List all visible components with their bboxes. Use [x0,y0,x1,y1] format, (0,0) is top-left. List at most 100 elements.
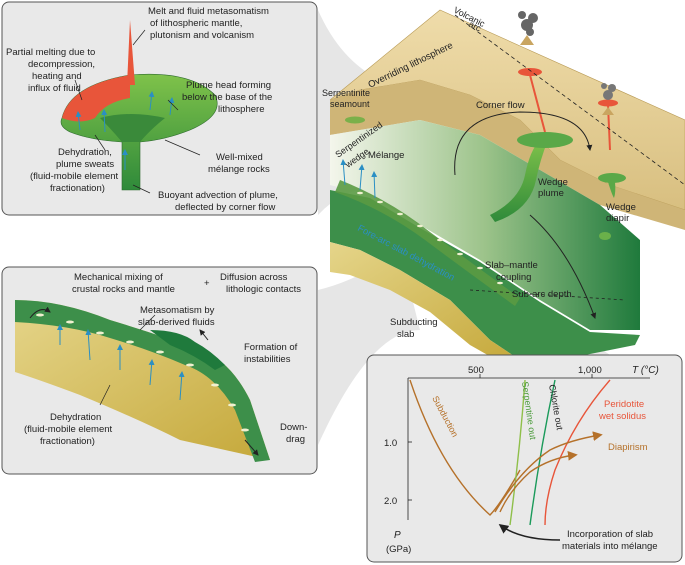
middle-inset-panel [1,266,318,475]
partial-melting-1: Partial melting due to [6,47,95,58]
volcanic-smoke-1 [518,11,538,36]
mechanical-1: Mechanical mixing of [74,272,163,283]
label-peridotite-1: Peridotite [604,399,644,410]
mid-dehydration-1: Dehydration [50,412,101,423]
incorporation-arrow [498,524,561,541]
mid-clasts [36,313,249,432]
partial-melting-2: decompression, [28,59,95,70]
magma-chamber-1 [518,68,542,76]
partial-melting-3: heating and [32,71,82,82]
y-tick-label-1: 1.0 [384,438,397,449]
diffusion-2: lithologic contacts [226,284,301,295]
series-chlorite-out [529,379,556,526]
diapir-head [598,173,626,183]
melange-specks [357,191,503,285]
x-tick-label-500: 500 [468,365,484,376]
downdrag-arrow [244,439,259,456]
wedge-diapir-label-1: Wedge [606,202,636,213]
melt-label-3: plutonism and volcanism [150,30,254,41]
series-diapirism-1 [499,450,578,513]
main-block-diagram [329,9,685,362]
mid-dehydration-2: (fluid-mobile element [24,424,113,435]
corner-flow-label: Corner flow [476,100,525,111]
mixing-arrow [29,306,51,319]
series-serpentine-out [509,379,526,526]
wedge-plume-label-1: Wedge [538,177,568,188]
plume-head-3: lithosphere [218,104,264,115]
magma-chamber-2 [598,99,618,107]
arc-line [454,14,685,186]
coupling-label-2: coupling [496,272,531,283]
crust-front [330,80,685,230]
melange-label: Mélange [368,150,404,161]
well-mixed-2: mélange rocks [208,164,270,175]
mechanical-2: crustal rocks and mantle [72,284,175,295]
mid-leader-lines [99,314,156,406]
seamount-label-2: seamount [330,99,370,109]
partial-melting-4: influx of fluid [28,83,81,94]
wedge-plume-label-2: plume [538,188,564,199]
volcano-1 [520,35,534,45]
plume-funnel [100,114,165,142]
melt-dike [127,20,135,85]
label-diapirism: Diapirism [608,442,648,453]
subarc-line [469,289,626,301]
subducting-label-2: slab [397,329,414,340]
mid-instability [150,330,225,370]
dehydration-1: Dehydration, [58,147,112,158]
label-peridotite-2: wet solidus [598,411,646,422]
y-axis-label-p: P [394,530,401,541]
x-tick-label-1000: 1,000 [578,365,602,376]
mid-slab-crust [15,300,270,460]
metasomatism-2: slab-derived fluids [138,317,215,328]
dehydration-3: (fluid-mobile element [30,171,119,182]
plume-head-1: Plume head forming [186,80,271,91]
connector-mid [318,250,420,445]
instabilities-2: instabilities [244,354,291,365]
dehydration-2: plume sweats [56,159,114,170]
coupling-label-1: Slab–mantle [485,260,538,271]
plume-head-2: below the base of the [182,92,272,103]
diffusion-1: Diffusion across [220,272,288,283]
x-axis-label: T (°C) [632,365,659,376]
downdrag-1: Down- [280,422,307,433]
diapir-tail [608,182,616,198]
downdrag-2: drag [286,434,305,445]
series-peridotite-wet-solidus [544,379,611,526]
feeder-dike-1 [529,74,546,133]
buoyant-2: deflected by corner flow [175,202,275,213]
serpentinite-seamount [345,116,365,124]
wedge-flow-arrow [529,214,597,319]
melt-label-2: of lithospheric mantle, [150,18,242,29]
wedge-diapir-label-2: diapir [606,213,629,224]
melt-label-1: Melt and fluid metasomatism [148,6,269,17]
top-leader-lines [74,29,201,194]
mid-fluid-arrows [57,324,185,401]
metasomatism-1: Metasomatism by [140,305,215,316]
wedge-plume [490,140,548,222]
plume-fluid-arrows [75,91,175,170]
annotation-1: Incorporation of slab [567,529,653,540]
subarc-label: Sub-arc depth [512,289,572,300]
well-mixed-1: Well-mixed [216,152,263,163]
pt-chart-panel [366,354,683,563]
instabilities-1: Formation of [244,342,298,353]
small-diapir [599,232,611,240]
volcano-2 [602,107,614,115]
mantle-wedge [330,120,640,330]
volcanic-smoke-2 [601,83,616,100]
corner-flow-arrow [454,111,593,176]
instability-arrow [199,329,209,341]
buoyant-1: Buoyant advection of plume, [158,190,278,201]
fluid-arrows-main [340,159,378,199]
seamount-label-1: Serpentinite [322,88,370,98]
annotation-2: materials into mélange [562,541,658,552]
wedge-plume-head [517,132,573,148]
y-tick-label-2: 2.0 [384,496,397,507]
plus-sign: + [204,278,210,289]
melange-band [335,180,520,306]
partial-melt-zone [62,75,130,122]
dehydration-4: fractionation) [50,183,105,194]
